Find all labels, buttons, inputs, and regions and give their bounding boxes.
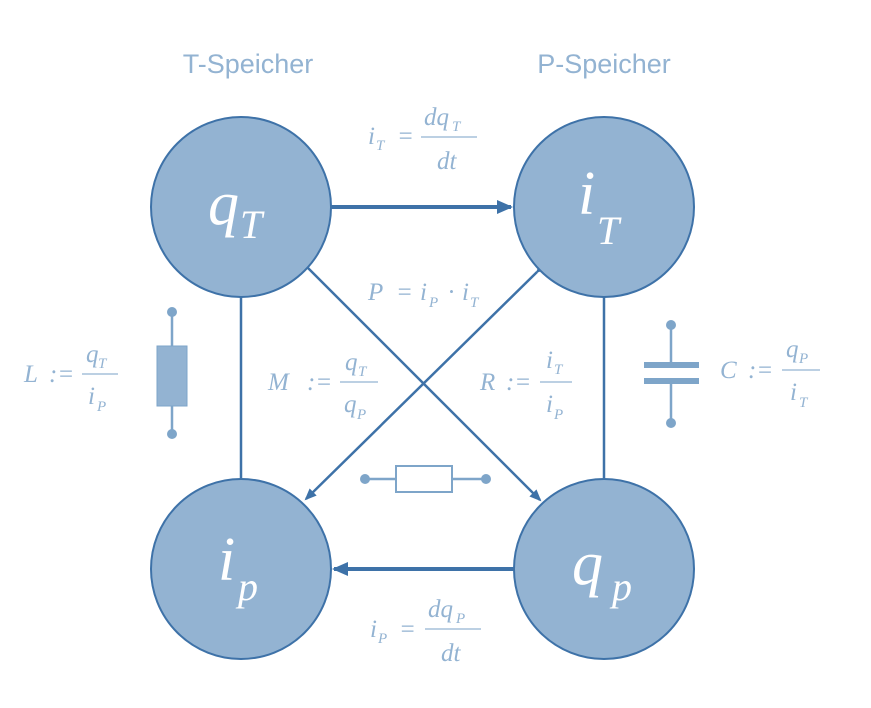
- eq-L-num-sub: T: [98, 356, 108, 372]
- eq-C-num: q: [786, 336, 799, 363]
- eq-L-num: q: [86, 341, 99, 368]
- eq-L-den: i: [88, 383, 95, 410]
- eq-bottom-op: =: [399, 616, 416, 643]
- eq-top-den: dt: [437, 148, 458, 175]
- eq-M-den: q: [344, 391, 357, 418]
- node-qp-label: q p: [572, 530, 632, 609]
- equation-R: R := i T i P: [479, 347, 572, 423]
- eq-power-b-sub: T: [470, 295, 480, 311]
- equation-power: P = i P · i T: [367, 279, 480, 311]
- eq-C-lhs: C: [720, 357, 737, 384]
- node-qp: [513, 478, 695, 660]
- eq-top-op: =: [397, 123, 414, 150]
- eq-power-op: =: [396, 279, 413, 306]
- eq-R-lhs: R: [479, 369, 495, 396]
- eq-R-den: i: [546, 391, 553, 418]
- node-iT: [513, 116, 695, 298]
- equation-L: L := q T i P: [23, 341, 118, 415]
- node-iT-sub: T: [597, 208, 622, 253]
- node-qT-var: q: [208, 170, 239, 238]
- eq-power-a-sub: P: [428, 295, 438, 311]
- eq-top-num-sub: T: [452, 119, 462, 135]
- eq-R-den-sub: P: [553, 407, 563, 423]
- arrow-iT-ip-diagonal: [304, 261, 548, 501]
- eq-bottom-den: dt: [441, 640, 462, 667]
- eq-power-a: i: [420, 279, 427, 306]
- eq-bottom-lhs: i: [370, 616, 377, 643]
- eq-C-op: :=: [748, 357, 773, 384]
- eq-top-num: dq: [424, 104, 449, 131]
- equation-M: M := q T q P: [267, 349, 378, 423]
- inductor-symbol: [156, 307, 188, 439]
- node-ip-label: i p: [218, 526, 258, 609]
- eq-C-num-sub: P: [798, 351, 808, 367]
- header-t-speicher: T-Speicher: [183, 49, 314, 79]
- node-qT: [150, 116, 332, 298]
- eq-bottom-num-sub: P: [455, 611, 465, 627]
- eq-bottom-num: dq: [428, 596, 453, 623]
- eq-R-num-sub: T: [554, 362, 564, 378]
- eq-L-lhs: L: [23, 361, 38, 388]
- node-qT-sub: T: [240, 202, 265, 247]
- node-iT-label: i T: [578, 160, 622, 253]
- eq-power-b: i: [462, 279, 469, 306]
- node-qT-label: q T: [208, 170, 265, 247]
- equation-iP-definition: i P = dq P dt: [370, 596, 481, 667]
- eq-M-op: :=: [307, 369, 332, 396]
- node-ip: [150, 478, 332, 660]
- node-ip-sub: p: [235, 564, 258, 609]
- equation-C: C := q P i T: [720, 336, 820, 411]
- eq-C-den-sub: T: [799, 395, 809, 411]
- resistor-symbol: [360, 465, 491, 493]
- node-qp-var: q: [572, 530, 603, 598]
- capacitor-symbol: [644, 320, 699, 428]
- eq-power-lhs: P: [367, 279, 383, 306]
- eq-L-den-sub: P: [96, 399, 106, 415]
- eq-top-lhs-sub: T: [376, 138, 386, 154]
- node-qp-sub: p: [609, 564, 632, 609]
- node-ip-var: i: [218, 526, 235, 594]
- header-p-speicher: P-Speicher: [537, 49, 671, 79]
- equation-iT-definition: i T = dq T dt: [368, 104, 477, 175]
- eq-top-lhs: i: [368, 123, 375, 150]
- eq-R-op: :=: [506, 369, 531, 396]
- eq-power-dot: ·: [448, 279, 454, 306]
- eq-M-num: q: [345, 349, 358, 376]
- eq-C-den: i: [790, 379, 797, 406]
- eq-M-den-sub: P: [356, 407, 366, 423]
- eq-R-num: i: [546, 347, 553, 374]
- eq-L-op: :=: [49, 361, 74, 388]
- node-iT-var: i: [578, 160, 595, 228]
- eq-bottom-lhs-sub: P: [377, 631, 387, 647]
- eq-M-lhs: M: [267, 369, 290, 396]
- eq-M-num-sub: T: [358, 364, 368, 380]
